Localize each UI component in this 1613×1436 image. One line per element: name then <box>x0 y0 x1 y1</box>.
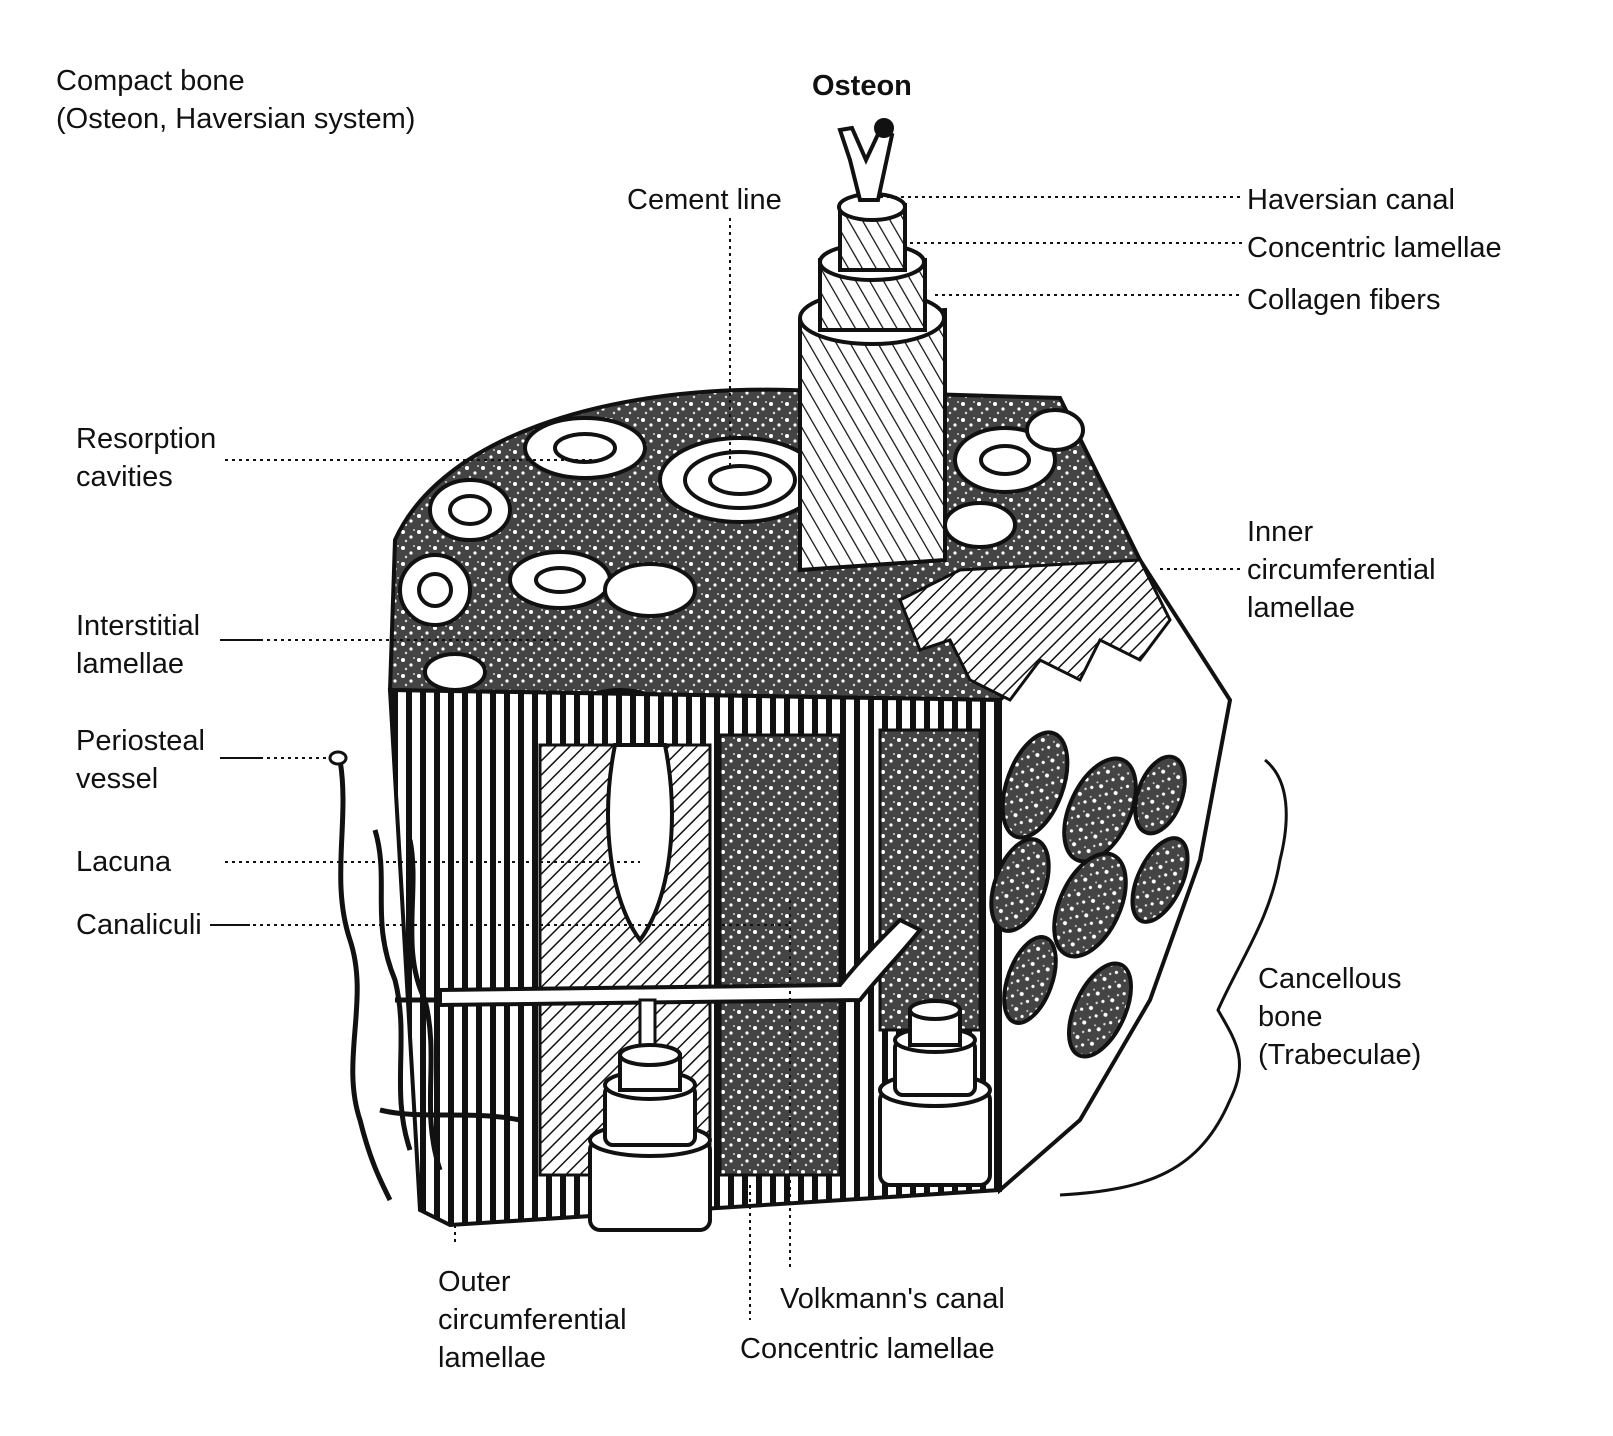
label-concentric-lamellae-bottom: Concentric lamellae <box>740 1333 995 1365</box>
front-osteon-column-middle <box>718 733 842 1177</box>
title-main: Compact bone <box>56 65 245 97</box>
bottom-canal-cylinders <box>588 999 992 1232</box>
label-collagen-fibers: Collagen fibers <box>1247 284 1441 316</box>
label-lacuna: Lacuna <box>76 846 172 878</box>
label-underlines <box>210 639 260 926</box>
diagram-title: Compact bone (Osteon, Haversian system) <box>56 62 415 138</box>
label-canaliculi: Canaliculi <box>76 909 202 941</box>
volkmanns-canal-tube <box>438 917 924 1008</box>
label-osteon: Osteon <box>812 70 912 102</box>
inner-circumferential-steps <box>898 558 1172 702</box>
title-sub: (Osteon, Haversian system) <box>56 103 416 135</box>
volkmanns-canal-vertical <box>638 998 657 1052</box>
trabeculae-holes <box>989 730 1190 1059</box>
label-concentric-lamellae-top: Concentric lamellae <box>1247 232 1502 264</box>
label-outer-circumferential-lamellae: Outer circumferential lamellae <box>438 1266 627 1374</box>
label-interstitial-lamellae: Interstitial lamellae <box>76 610 201 680</box>
label-resorption-cavities: Resorption cavities <box>76 423 217 493</box>
label-periosteal-vessel: Periosteal vessel <box>76 725 205 795</box>
periosteal-vessels <box>337 759 521 1202</box>
label-haversian-canal: Haversian canal <box>1247 184 1455 216</box>
front-lacuna-ellipse <box>606 743 674 944</box>
label-cancellous-bone: Cancellous bone (Trabeculae) <box>1258 963 1422 1071</box>
leader-lines <box>225 196 1243 1320</box>
cancellous-brace <box>1059 758 1288 1197</box>
label-inner-circumferential-lamellae: Inner circumferential lamellae <box>1247 516 1436 624</box>
front-osteon-column-right <box>878 728 982 1032</box>
protruding-osteon <box>798 118 947 573</box>
periosteal-vessel-opening <box>328 750 348 766</box>
label-volkmanns-canal: Volkmann's canal <box>780 1283 1005 1315</box>
label-cement-line: Cement line <box>627 184 782 216</box>
